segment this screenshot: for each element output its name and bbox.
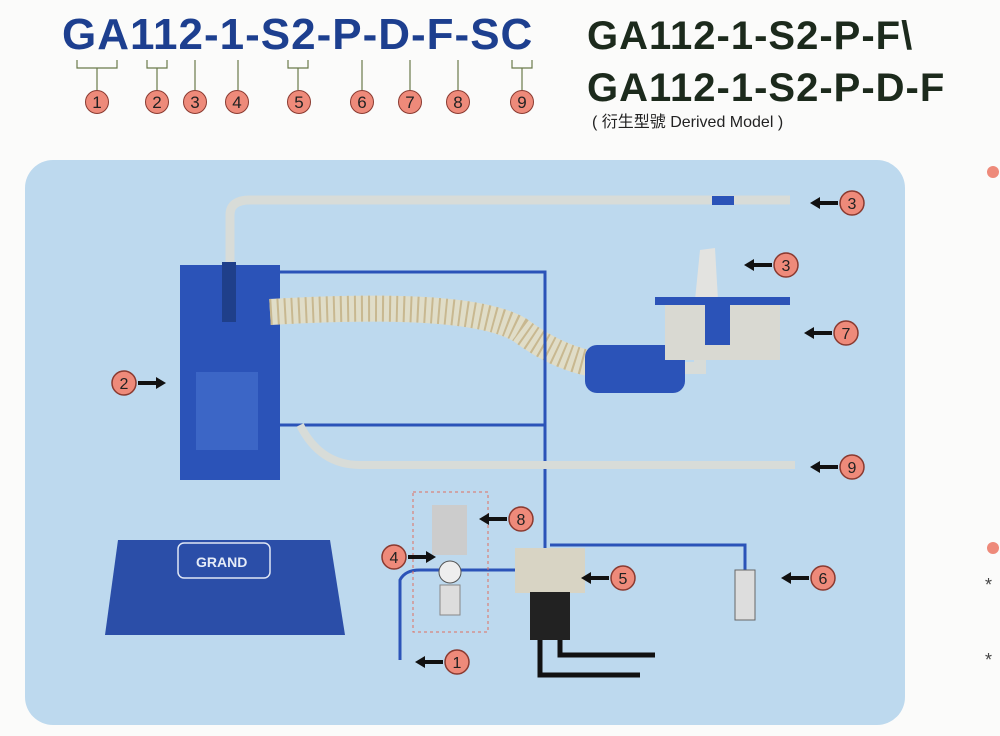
diagram-panel: [25, 160, 905, 725]
vacuum-unit: [585, 345, 685, 393]
model-code: GA112-1-S2-P-D-F-SC: [62, 10, 534, 59]
callout-nozzle: 3: [744, 252, 799, 278]
callout-label: 9: [848, 460, 857, 477]
callout-label: 3: [782, 258, 791, 275]
code-marker-4: 4: [225, 90, 249, 114]
callout-hose-bottom: 9: [810, 454, 865, 480]
arrow-icon: [581, 572, 609, 584]
callout-label: 7: [842, 326, 851, 343]
callout-label: 1: [453, 655, 462, 672]
code-marker-9: 9: [510, 90, 534, 114]
callout-manifold: 7: [804, 320, 859, 346]
callout-bag: 4: [381, 544, 436, 570]
top-hose: [225, 195, 790, 265]
callout-label: 6: [819, 571, 828, 588]
callout-air-inlet: 1: [415, 649, 470, 675]
callout-hose-top: 3: [810, 190, 865, 216]
callout-tank: 2: [111, 370, 166, 396]
arrow-icon: [479, 513, 507, 525]
bracket-outline: [412, 491, 489, 633]
arrow-icon: [408, 551, 436, 563]
derived-model-1: GA112-1-S2-P-F\: [587, 14, 914, 58]
code-brackets: [76, 60, 533, 90]
code-marker-8: 8: [446, 90, 470, 114]
callout-bracket: 8: [479, 506, 534, 532]
arrow-icon: [804, 327, 832, 339]
derived-label: ( 衍生型號 Derived Model ): [592, 114, 784, 131]
callout-label: 5: [619, 571, 628, 588]
sensor: [734, 569, 756, 621]
side-asterisk-2: *: [985, 650, 993, 670]
side-asterisk-1: *: [985, 575, 993, 595]
hose-coupler: [712, 196, 734, 205]
code-marker-7: 7: [398, 90, 422, 114]
arrow-icon: [744, 259, 772, 271]
callout-sensor: 6: [781, 565, 836, 591]
code-marker-2: 2: [145, 90, 169, 114]
callout-label: 3: [848, 196, 857, 213]
arrow-icon: [138, 377, 166, 389]
bottom-hose: [296, 423, 795, 469]
callout-valve: 5: [581, 565, 636, 591]
callout-label: 4: [390, 550, 399, 567]
solenoid-valve: [515, 548, 585, 593]
code-marker-1: 1: [85, 90, 109, 114]
arrow-icon: [781, 572, 809, 584]
nozzle: [695, 248, 718, 300]
arrow-icon: [810, 461, 838, 473]
derived-model-2: GA112-1-S2-P-D-F: [587, 66, 946, 110]
bag-logo: GRAND: [196, 554, 247, 570]
arrow-icon: [415, 656, 443, 668]
arrow-icon: [810, 197, 838, 209]
callout-label: 8: [517, 512, 526, 529]
code-marker-5: 5: [287, 90, 311, 114]
dust-bag: [105, 540, 345, 635]
callout-label: 2: [120, 376, 129, 393]
code-marker-6: 6: [350, 90, 374, 114]
code-marker-3: 3: [183, 90, 207, 114]
